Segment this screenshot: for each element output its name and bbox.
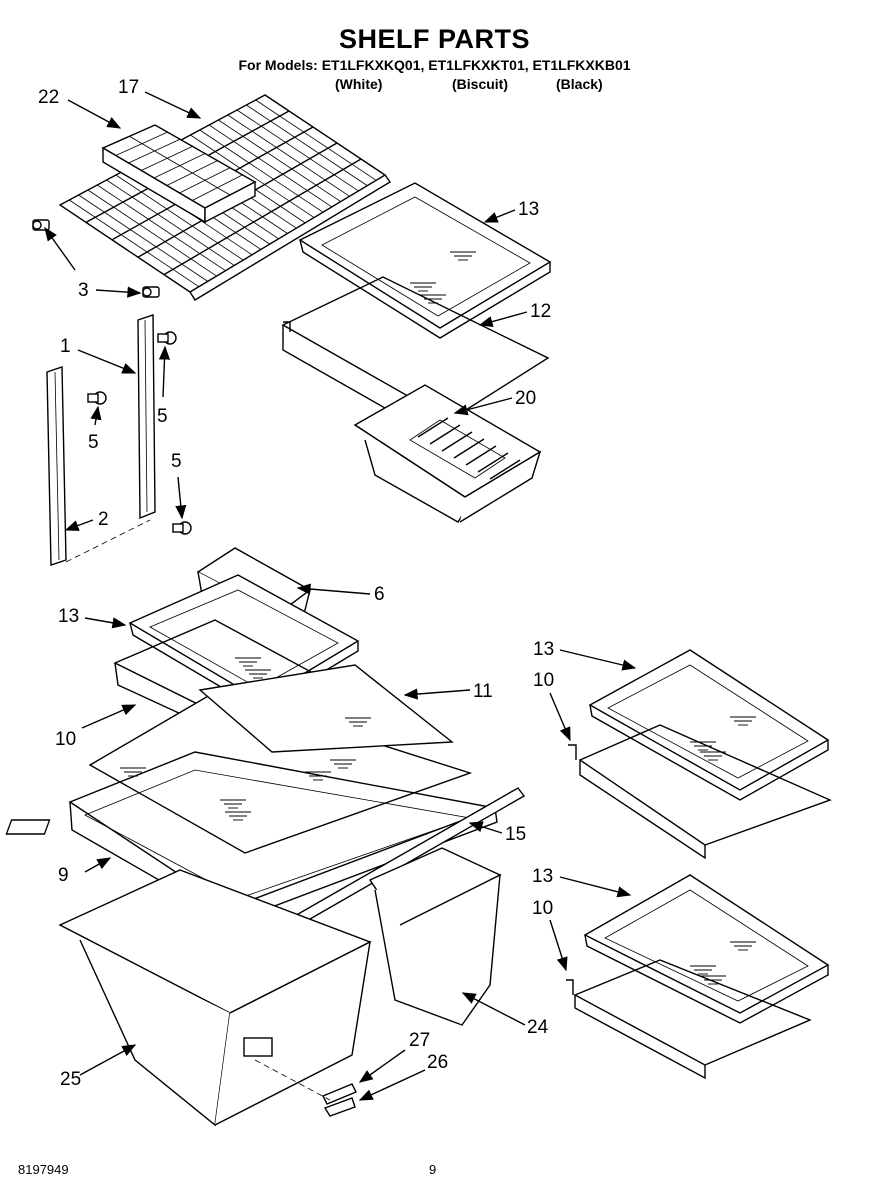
callout-22: 22: [38, 87, 59, 108]
callout-13-right-lower: 13: [532, 866, 553, 887]
document-number: 8197949: [18, 1162, 69, 1177]
page-title: SHELF PARTS: [338, 24, 530, 54]
callout-5-upper: 5: [157, 406, 168, 427]
callout-13-middle: 13: [58, 606, 79, 627]
glass-shelf-upper: [298, 182, 552, 339]
callout-13-upper: 13: [518, 199, 539, 220]
screw-upper: [157, 331, 177, 345]
callout-2: 2: [98, 509, 109, 530]
drawer-slide-clips: [322, 1083, 357, 1117]
callout-12: 12: [530, 301, 551, 322]
glass-shelf-right-upper: [588, 649, 830, 801]
variant-biscuit: (Biscuit): [452, 76, 508, 92]
models-line: For Models: ET1LFKXKQ01, ET1LFKXKT01, ET…: [238, 57, 631, 73]
shelf-frame-right-lower: [566, 959, 812, 1080]
shelf-frame-right-upper: [568, 724, 832, 860]
large-glass-shelf: [198, 664, 454, 753]
callout-10-right-lower: 10: [532, 898, 553, 919]
callout-26: 26: [427, 1052, 448, 1073]
glass-panel: [88, 691, 473, 854]
leader-lines: [44, 91, 637, 1101]
callout-15: 15: [505, 824, 526, 845]
shelf-ladder-left: [46, 366, 67, 566]
callout-3: 3: [78, 280, 89, 301]
callout-13-right-upper: 13: [533, 639, 554, 660]
variant-white: (White): [335, 76, 383, 92]
callout-labels: 22 17 3 13 12 1 5 5 5 20 2 6 13 11 10 13…: [38, 77, 554, 1090]
callout-10-middle: 10: [55, 729, 76, 750]
callout-9: 9: [58, 865, 69, 886]
page-number: 9: [429, 1162, 437, 1177]
callout-25: 25: [60, 1069, 81, 1090]
glass-texture-marks: [120, 251, 756, 985]
callout-24: 24: [527, 1017, 549, 1038]
shelf-stud-left: [32, 219, 50, 231]
shelf-ladder-right: [137, 314, 156, 520]
ice-cube-tray: [101, 124, 257, 224]
crisper-drawer-left: [58, 869, 372, 1127]
callout-10-right-upper: 10: [533, 670, 554, 691]
callout-5-lower: 5: [171, 451, 182, 472]
callout-27: 27: [409, 1030, 430, 1051]
callout-17: 17: [118, 77, 139, 98]
screw-lower: [172, 521, 192, 535]
crisper-drawer-upper: [353, 384, 542, 523]
callout-6: 6: [374, 584, 385, 605]
crisper-drawer-right: [368, 847, 502, 1026]
callout-1: 1: [60, 336, 71, 357]
screw-middle: [87, 391, 107, 405]
shelf-stud-right: [142, 286, 160, 298]
variant-black: (Black): [556, 76, 603, 92]
glass-shelf-right-lower: [583, 874, 830, 1024]
alignment-line: [65, 519, 151, 563]
alignment-line-2: [254, 1059, 331, 1101]
callout-20: 20: [515, 388, 536, 409]
callout-11: 11: [473, 681, 493, 702]
callout-5-middle: 5: [88, 432, 99, 453]
